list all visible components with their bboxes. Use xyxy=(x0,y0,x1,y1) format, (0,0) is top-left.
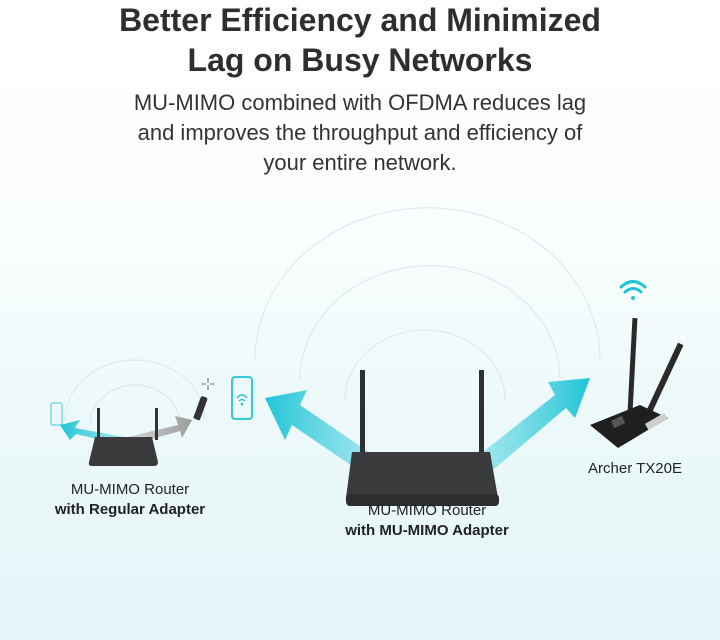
usb-adapter-icon xyxy=(193,378,214,421)
product-name: Archer TX20E xyxy=(588,460,682,477)
signal-arcs xyxy=(64,207,601,426)
mu-mimo-adapter-subtitle: with MU-MIMO Adapter xyxy=(345,522,509,539)
arrow-to-adapter-large xyxy=(460,378,590,485)
wifi-icon xyxy=(619,280,647,300)
description-line-1: MU-MIMO combined with OFDMA reduces lag xyxy=(133,90,587,115)
mu-mimo-router-illustration xyxy=(345,370,499,506)
regular-router-illustration xyxy=(60,408,192,466)
title-line-1: Better Efficiency and Minimized xyxy=(119,2,601,38)
phone-wifi-icon xyxy=(231,376,253,420)
page-title: Better Efficiency and Minimized Lag on B… xyxy=(0,0,720,80)
regular-adapter-subtitle: with Regular Adapter xyxy=(54,501,206,518)
description-line-3: your entire network. xyxy=(263,150,457,175)
regular-adapter-label: MU-MIMO Router with Regular Adapter xyxy=(30,480,230,520)
small-phone-icon xyxy=(50,402,63,426)
mu-mimo-adapter-label: MU-MIMO Router with MU-MIMO Adapter xyxy=(317,501,537,541)
description: MU-MIMO combined with OFDMA reduces lag … xyxy=(0,88,720,178)
mu-mimo-router-title: MU-MIMO Router xyxy=(367,502,487,519)
description-line-2: and improves the throughput and efficien… xyxy=(137,120,583,145)
title-line-2: Lag on Busy Networks xyxy=(187,42,533,78)
regular-router-title: MU-MIMO Router xyxy=(70,481,190,498)
archer-tx20e-illustration xyxy=(590,317,684,448)
